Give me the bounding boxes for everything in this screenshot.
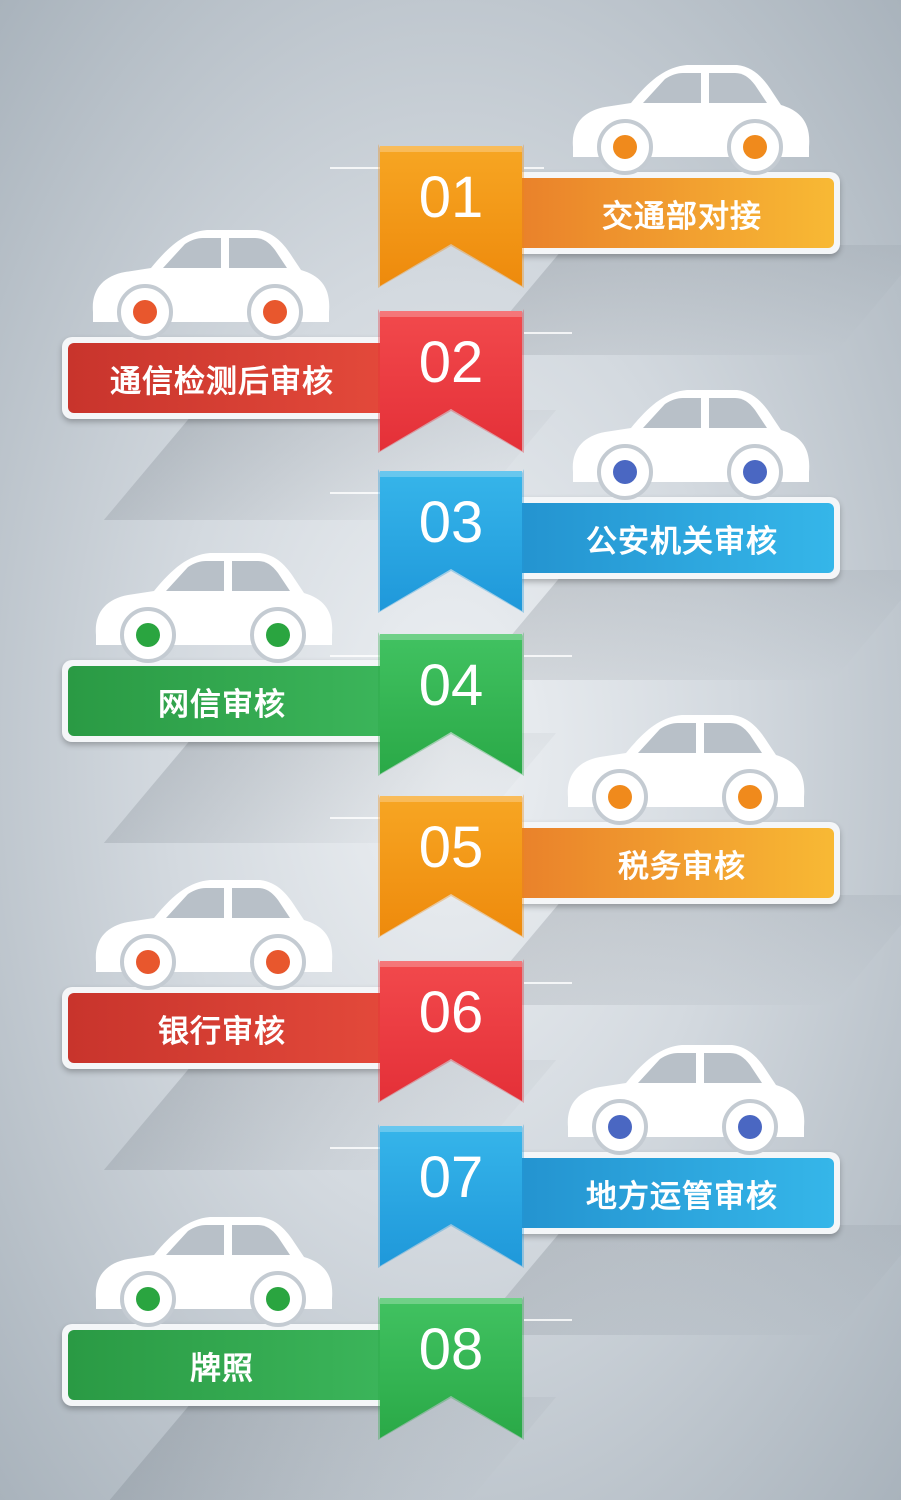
- guide-line: [330, 817, 380, 819]
- step-label: 通信检测后审核: [110, 363, 334, 400]
- step-label: 税务审核: [618, 848, 746, 885]
- step-label: 网信审核: [158, 686, 286, 723]
- step-label-fill: [506, 503, 834, 573]
- car-icon: [572, 65, 810, 175]
- step-ribbon: 07: [378, 1122, 524, 1268]
- ribbon-shape: [378, 959, 524, 1103]
- step-label: 银行审核: [158, 1013, 286, 1050]
- step-label-box: 网信审核: [62, 660, 402, 742]
- step-number: 06: [418, 980, 484, 1045]
- step-7: 地方运管审核 07: [0, 1045, 901, 1335]
- step-label-fill: [506, 1158, 834, 1228]
- step-label-box: 地方运管审核: [500, 1152, 840, 1234]
- step-1: 交通部对接 01: [0, 65, 901, 355]
- step-label-box: 牌照: [62, 1324, 402, 1406]
- step-label-fill: [68, 1330, 396, 1400]
- car-icon: [95, 880, 333, 990]
- car-icon: [567, 715, 805, 825]
- guide-line: [330, 1147, 380, 1149]
- guide-line: [524, 167, 544, 169]
- step-label: 地方运管审核: [586, 1178, 778, 1215]
- ribbon-shape: [378, 1124, 524, 1268]
- step-label-fill: [68, 993, 396, 1063]
- step-8: 牌照 08: [0, 1217, 901, 1500]
- step-6: 银行审核 06: [0, 880, 901, 1170]
- car-icon: [95, 553, 333, 663]
- guide-line: [524, 1319, 572, 1321]
- step-number: 03: [418, 490, 484, 555]
- guide-line: [330, 655, 380, 657]
- step-number: 05: [418, 815, 484, 880]
- step-number: 02: [418, 330, 484, 395]
- step-ribbon: 01: [378, 142, 524, 288]
- guide-line: [330, 492, 380, 494]
- step-ribbon: 08: [378, 1294, 524, 1440]
- car-icon: [572, 390, 810, 500]
- ribbon-shape: [378, 1296, 524, 1440]
- step-label-box: 通信检测后审核: [62, 337, 402, 419]
- step-number: 01: [418, 165, 484, 230]
- car-icon: [95, 1217, 333, 1327]
- step-ribbon: 03: [378, 467, 524, 613]
- step-2: 通信检测后审核 02: [0, 230, 901, 520]
- guide-line: [524, 332, 572, 334]
- guide-line: [330, 167, 380, 169]
- step-number: 08: [418, 1317, 484, 1382]
- step-5: 税务审核 05: [0, 715, 901, 1005]
- step-label: 交通部对接: [602, 198, 762, 235]
- step-ribbon: 05: [378, 792, 524, 938]
- ribbon-shape: [378, 632, 524, 776]
- ribbon-shape: [378, 144, 524, 288]
- step-label-fill: [506, 828, 834, 898]
- car-icon: [567, 1045, 805, 1155]
- step-ribbon: 02: [378, 307, 524, 453]
- ribbon-shape: [378, 794, 524, 938]
- step-label-fill: [68, 343, 396, 413]
- guide-line: [524, 982, 572, 984]
- step-label-box: 交通部对接: [500, 172, 840, 254]
- ribbon-shape: [378, 309, 524, 453]
- step-label: 牌照: [190, 1350, 254, 1387]
- step-label-box: 公安机关审核: [500, 497, 840, 579]
- step-label: 公安机关审核: [586, 523, 778, 560]
- step-4: 网信审核 04: [0, 553, 901, 843]
- step-label-fill: [506, 178, 834, 248]
- car-icon: [92, 230, 330, 340]
- step-number: 04: [418, 653, 484, 718]
- step-ribbon: 04: [378, 630, 524, 776]
- step-3: 公安机关审核 03: [0, 390, 901, 680]
- guide-line: [524, 655, 572, 657]
- step-label-box: 税务审核: [500, 822, 840, 904]
- step-ribbon: 06: [378, 957, 524, 1103]
- step-label-box: 银行审核: [62, 987, 402, 1069]
- ribbon-shape: [378, 469, 524, 613]
- step-label-fill: [68, 666, 396, 736]
- step-number: 07: [418, 1145, 484, 1210]
